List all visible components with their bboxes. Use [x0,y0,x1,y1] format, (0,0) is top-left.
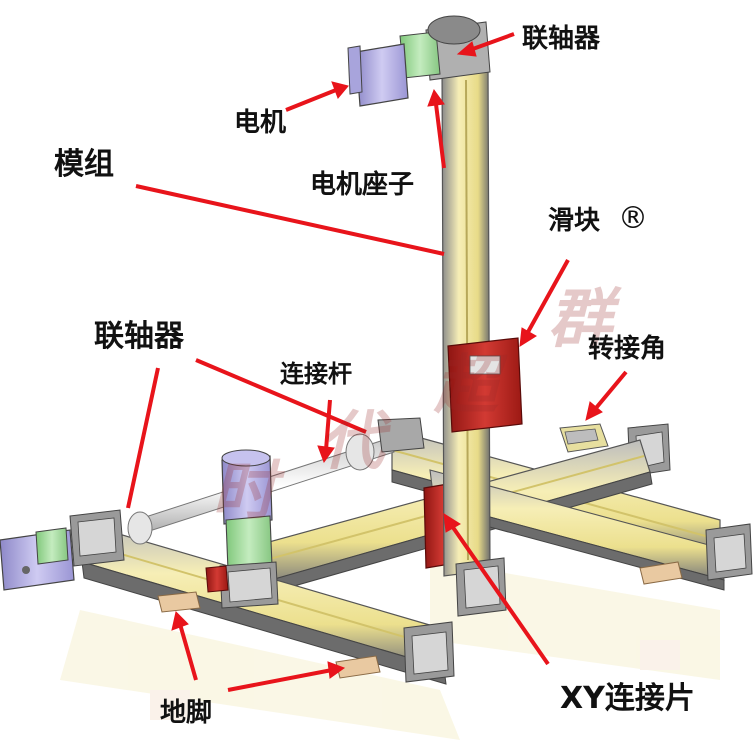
pointer-arrows [126,32,628,692]
arrow-slider [519,259,570,347]
arrow-motor [285,81,349,112]
x-carriage-motor [205,449,279,609]
label-module: 模组 [54,147,114,182]
label-coupling-left: 联轴器 [94,319,184,354]
label-registered: ® [618,201,648,236]
arrow-corner [585,370,628,421]
label-coupling-top: 联轴器 [522,24,601,54]
label-slider: 滑块 [548,206,601,236]
arrow-foot-1 [171,611,198,681]
label-corner-connector: 转接角 [588,334,667,364]
slider-part [447,337,523,433]
arrow-foot-2 [227,661,346,692]
left-motor-assembly [0,509,125,591]
arrow-coupling-left-1 [126,367,160,509]
label-foot: 地脚 [160,698,213,728]
label-connecting-rod: 连接杆 [280,360,352,388]
vertical-z-module [441,59,507,617]
corner-connector-part [559,423,609,453]
watermark-char-2: 代 [320,404,384,479]
label-motor-seat: 电机座子 [310,170,415,200]
arrow-motor-seat [427,88,446,169]
arrow-coupling-left-2 [195,358,367,434]
arrow-connecting-rod [317,399,335,464]
watermark-char-1: 时 [212,454,276,529]
front-end-block [403,621,455,683]
feet [157,561,683,679]
watermark-char-3: 超 [434,348,498,423]
arrow-xy-plate [443,513,550,666]
arrow-module [135,184,445,256]
watermark-char-4: 群 [548,282,612,357]
label-motor: 电机 [234,108,287,138]
right-end-block [705,523,753,581]
arrow-coupling-top [456,32,515,57]
top-motor-assembly [347,15,491,107]
label-xy-plate: XY连接片 [560,681,695,716]
